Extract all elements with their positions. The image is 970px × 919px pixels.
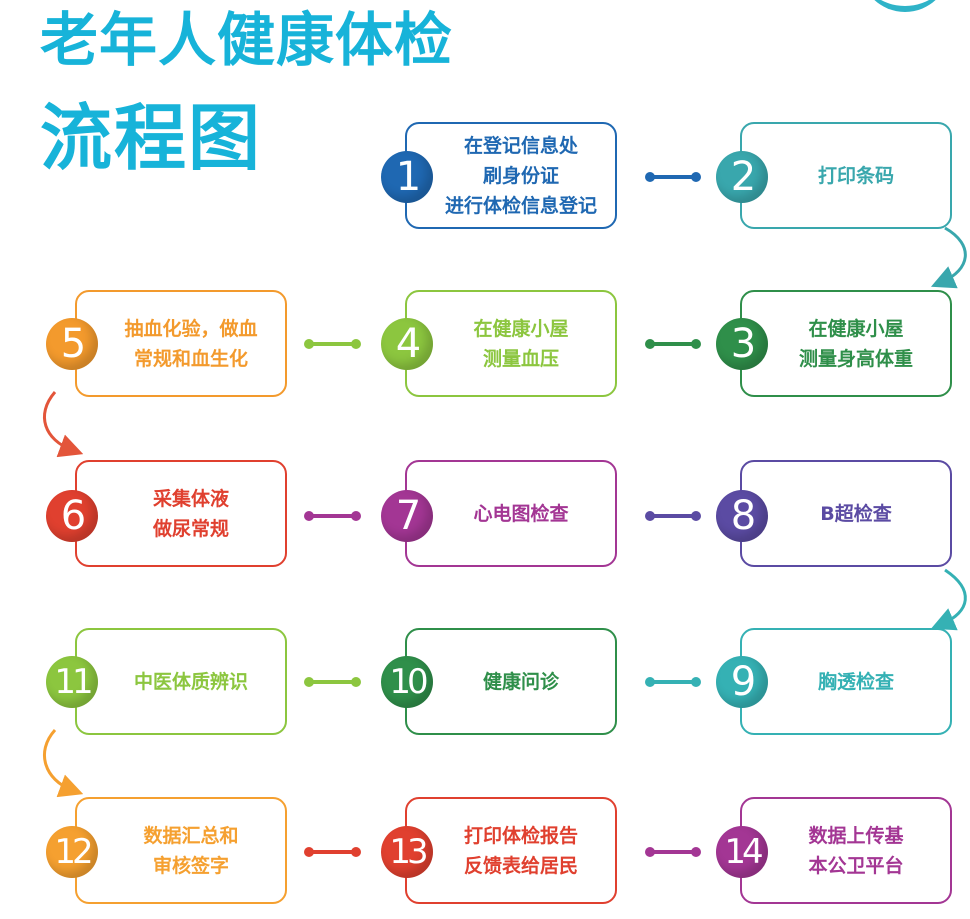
step-box-11: 中医体质辨识 [75, 628, 287, 735]
connector-11-10 [304, 677, 361, 687]
title-line-1: 老年人健康体检 [40, 6, 454, 74]
step-box-13: 打印体检报告 反馈表给居民 [405, 797, 617, 904]
step-label-5: 抽血化验，做血 常规和血生化 [124, 317, 258, 370]
step-number-badge-14: 14 [716, 826, 768, 878]
step-box-1: 在登记信息处 刷身份证 进行体检信息登记 [405, 122, 617, 229]
connector-6-7 [304, 511, 361, 521]
step-box-5: 抽血化验，做血 常规和血生化 [75, 290, 287, 397]
step-label-9: 胸透检查 [817, 670, 894, 693]
step-label-11: 中医体质辨识 [133, 670, 248, 693]
step-label-10: 健康问诊 [482, 670, 559, 693]
step-number-badge-12: 12 [46, 826, 98, 878]
step-label-8: B超检查 [820, 502, 892, 525]
step-number-badge-2: 2 [716, 151, 768, 203]
connector-12-13 [304, 847, 361, 857]
step-box-10: 健康问诊 [405, 628, 617, 735]
connector-7-8 [645, 511, 701, 521]
connector-4-3 [645, 339, 701, 349]
step-box-7: 心电图检查 [405, 460, 617, 567]
step-box-2: 打印条码 [740, 122, 952, 229]
title-line-2: 流程图 [40, 96, 263, 180]
step-number-badge-3: 3 [716, 318, 768, 370]
step-box-12: 数据汇总和 审核签字 [75, 797, 287, 904]
step-label-3: 在健康小屋 测量身高体重 [798, 317, 913, 370]
step-number-badge-8: 8 [716, 490, 768, 542]
step-label-7: 心电图检查 [473, 502, 569, 525]
arrow-2-to-3 [930, 226, 967, 289]
step-box-8: B超检查 [740, 460, 952, 567]
connector-13-14 [645, 847, 701, 857]
step-number-badge-7: 7 [381, 490, 433, 542]
arrow-5-to-6 [43, 391, 84, 458]
arrow-11-to-12 [43, 728, 84, 798]
connector-1-2 [645, 172, 701, 182]
step-label-6: 采集体液 做尿常规 [152, 487, 229, 540]
step-label-1: 在登记信息处 刷身份证 进行体检信息登记 [444, 134, 597, 217]
step-label-13: 打印体检报告 反馈表给居民 [463, 824, 578, 877]
step-number-badge-13: 13 [381, 826, 433, 878]
step-number-badge-1: 1 [381, 151, 433, 203]
step-number-badge-4: 4 [381, 318, 433, 370]
step-label-2: 打印条码 [817, 164, 894, 187]
connector-5-4 [304, 339, 361, 349]
arrow-8-to-9 [930, 568, 967, 631]
step-box-3: 在健康小屋 测量身高体重 [740, 290, 952, 397]
step-number-badge-5: 5 [46, 318, 98, 370]
step-box-9: 胸透检查 [740, 628, 952, 735]
step-number-badge-6: 6 [46, 490, 98, 542]
connector-10-9 [645, 677, 701, 687]
step-label-12: 数据汇总和 审核签字 [143, 824, 239, 877]
step-number-badge-11: 11 [46, 656, 98, 708]
decorative-arc [860, 0, 950, 12]
step-label-14: 数据上传基 本公卫平台 [808, 824, 904, 877]
step-number-badge-10: 10 [381, 656, 433, 708]
step-box-6: 采集体液 做尿常规 [75, 460, 287, 567]
step-box-4: 在健康小屋 测量血压 [405, 290, 617, 397]
step-number-badge-9: 9 [716, 656, 768, 708]
step-label-4: 在健康小屋 测量血压 [473, 317, 569, 370]
step-box-14: 数据上传基 本公卫平台 [740, 797, 952, 904]
